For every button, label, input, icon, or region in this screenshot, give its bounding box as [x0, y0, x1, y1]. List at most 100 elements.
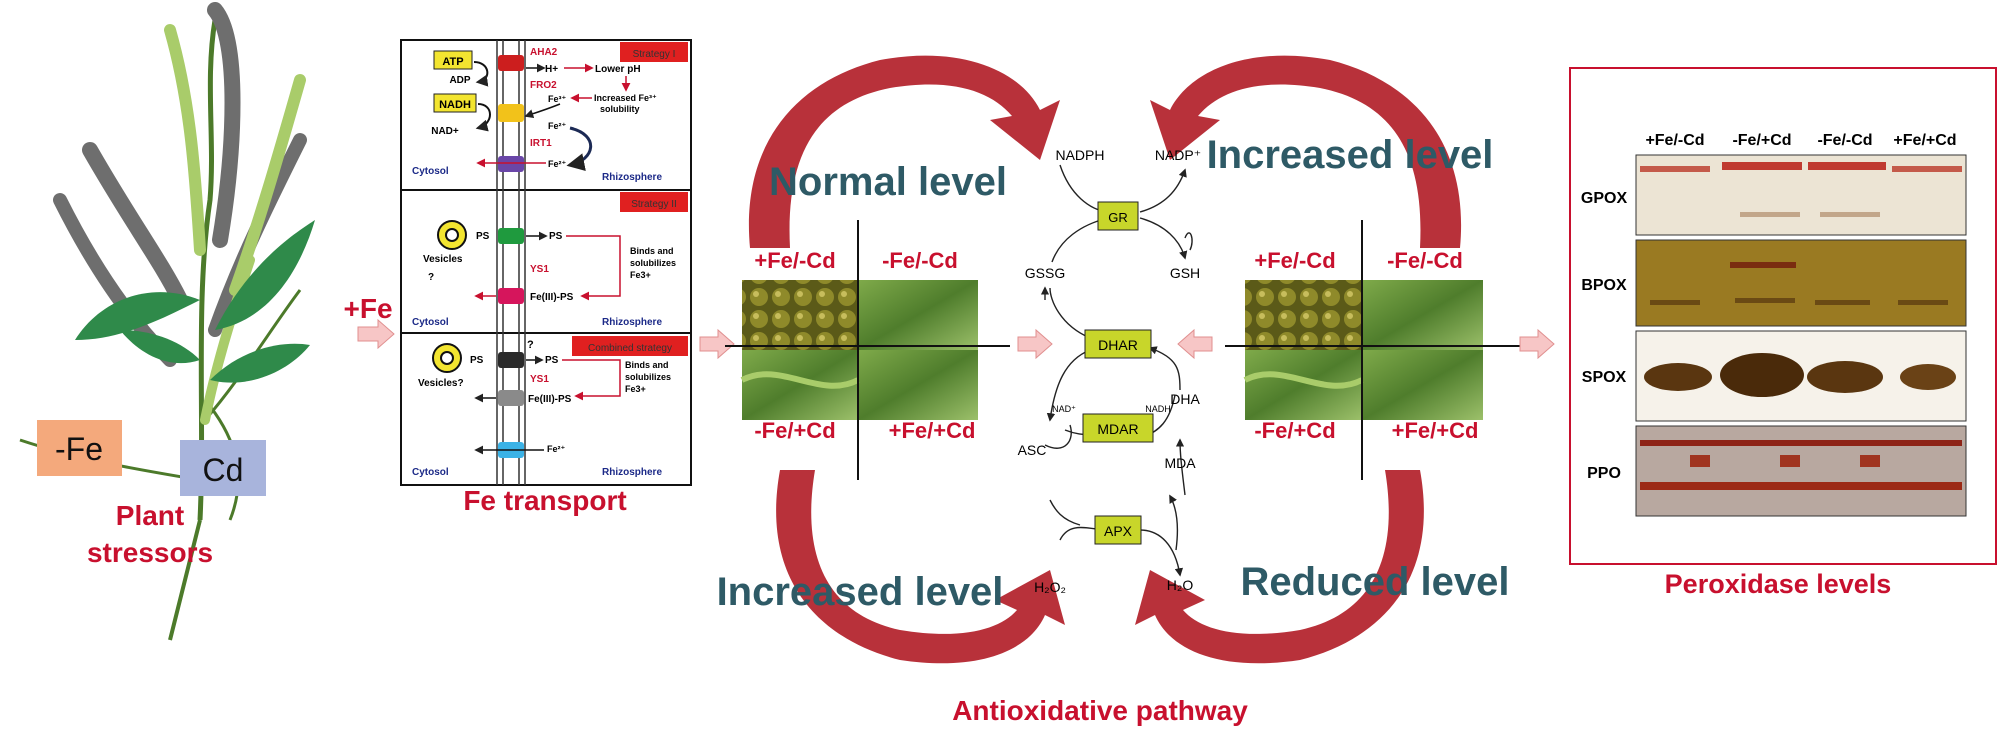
photo-left [725, 220, 1010, 480]
nadh-box [433, 93, 477, 113]
stressor-cd-label: Cd [203, 452, 244, 488]
combined-strategy-label: Combined strategy [588, 343, 672, 354]
pathway-caption: Antioxidative pathway [952, 695, 1248, 726]
col-label-3: -Fe/-Cd [1817, 132, 1872, 149]
gssg-label: GSSG [1025, 265, 1065, 281]
vesicle-1-inner [445, 228, 459, 242]
binds-loop-1 [566, 235, 621, 301]
nadh-arrow [475, 103, 491, 132]
binds-1c: Fe3+ [630, 270, 651, 280]
rhizosphere-label-3: Rhizosphere [602, 467, 662, 478]
fe-ps-label-1: Fe(III)-PS [530, 292, 574, 303]
fe3-label: Fe³⁺ [548, 94, 567, 104]
gel-ppo [1635, 425, 1967, 517]
gr-label: GR [1108, 210, 1128, 225]
aha2-transporter [498, 55, 524, 71]
level-bottom-right: Reduced level [1240, 560, 1509, 604]
stressor-fe-box [37, 420, 122, 476]
arrow-bottom-left [776, 470, 1065, 664]
fe2-label-bottom: Fe²⁺ [548, 159, 567, 169]
ys1-label-1: YS1 [530, 264, 549, 275]
fe3-to-fro2-arrow [524, 103, 561, 118]
nad-plus-label: NAD⁺ [1052, 404, 1076, 414]
dha-label: DHA [1170, 391, 1200, 407]
cytosol-label-2: Cytosol [412, 317, 449, 328]
gel-spox [1635, 330, 1967, 422]
pink-arrow-5 [1519, 328, 1555, 360]
pink-arrow-4 [1177, 328, 1213, 360]
mdar-label: MDAR [1097, 421, 1138, 437]
binds-1a: Binds and [630, 246, 674, 256]
level-bottom-left: Increased level [717, 570, 1004, 614]
photo-right [1225, 220, 1520, 480]
ps-label-2: PS [549, 231, 563, 242]
cytosol-label-1: Cytosol [412, 166, 449, 177]
curved-arrows [748, 55, 1462, 664]
plus-fe-label: +Fe [343, 293, 392, 324]
gr-box [1097, 201, 1139, 231]
irt1-label: IRT1 [530, 138, 552, 149]
atp-box [433, 50, 473, 70]
vesicles-label-2: Vesicles? [418, 378, 464, 389]
level-top-left: Normal level [769, 160, 1007, 204]
nadh-pathway-label: NADH [1145, 404, 1171, 414]
cytosol-label-3: Cytosol [412, 467, 449, 478]
right-photo-br: +Fe/+Cd [1392, 418, 1479, 443]
h2o-label: H₂O [1167, 577, 1194, 593]
plant-caption-line2: stressors [87, 537, 213, 568]
ps-label-4: PS [545, 355, 559, 366]
gel-bpox [1635, 239, 1967, 327]
gsh-label: GSH [1170, 265, 1200, 281]
nadp-label: NADP⁺ [1155, 147, 1201, 163]
binds-loop-2 [562, 359, 621, 401]
fe-transport-panel [400, 39, 692, 486]
arrow-bottom-right [1135, 470, 1424, 664]
col-label-2: -Fe/+Cd [1732, 132, 1791, 149]
plant-caption-line1: Plant [116, 500, 184, 531]
nadph-label: NADPH [1055, 147, 1104, 163]
ys1-transporter-2 [498, 390, 524, 406]
row-label-spox: SPOX [1582, 369, 1627, 386]
lower-ph-label: Lower pH [595, 64, 641, 75]
fe2-curl-arrow [566, 126, 593, 171]
arrow-top-right [1150, 55, 1462, 248]
fe-transport-caption: Fe transport [463, 485, 626, 516]
pink-arrow-1 [357, 318, 395, 350]
level-top-right: Increased level [1207, 133, 1494, 177]
atp-adp-arrow [473, 61, 489, 87]
dhar-box [1084, 329, 1152, 359]
binds-2c: Fe3+ [625, 384, 646, 394]
ys1-transporter-1 [498, 288, 524, 304]
row-label-ppo: PPO [1587, 465, 1621, 482]
question-label: ? [527, 339, 534, 351]
plant-illustration [19, 2, 315, 641]
increased-sol-2: solubility [600, 104, 640, 114]
binds-1b: solubilizes [630, 258, 676, 268]
fro2-label: FRO2 [530, 80, 557, 91]
col-label-4: +Fe/+Cd [1893, 132, 1956, 149]
strategy1-label: Strategy I [633, 49, 676, 60]
gel-gpox [1635, 154, 1967, 236]
ps-label-3: PS [470, 355, 484, 366]
fe-ps-label-2: Fe(III)-PS [528, 394, 572, 405]
asc-label: ASC [1018, 442, 1047, 458]
fe2-label-top: Fe²⁺ [548, 121, 567, 131]
unknown-transporter [498, 352, 524, 368]
right-photo-bl: -Fe/+Cd [1254, 418, 1335, 443]
strategy2-label: Strategy II [631, 199, 677, 210]
binds-2a: Binds and [625, 360, 669, 370]
nadh-label: NADH [439, 99, 471, 111]
mdar-box [1082, 413, 1154, 443]
row-label-bpox: BPOX [1581, 277, 1627, 294]
mda-label: MDA [1164, 455, 1196, 471]
pink-arrow-2 [699, 328, 735, 360]
vesicles-label-1: Vesicles [423, 254, 463, 265]
atp-label: ATP [442, 56, 463, 68]
right-photo-tl: +Fe/-Cd [1254, 248, 1335, 273]
apx-box [1094, 515, 1142, 545]
increased-sol-1: Increased Fe³⁺ [594, 93, 657, 103]
irt1-transporter [498, 156, 524, 172]
left-photo-tr: -Fe/-Cd [882, 248, 958, 273]
